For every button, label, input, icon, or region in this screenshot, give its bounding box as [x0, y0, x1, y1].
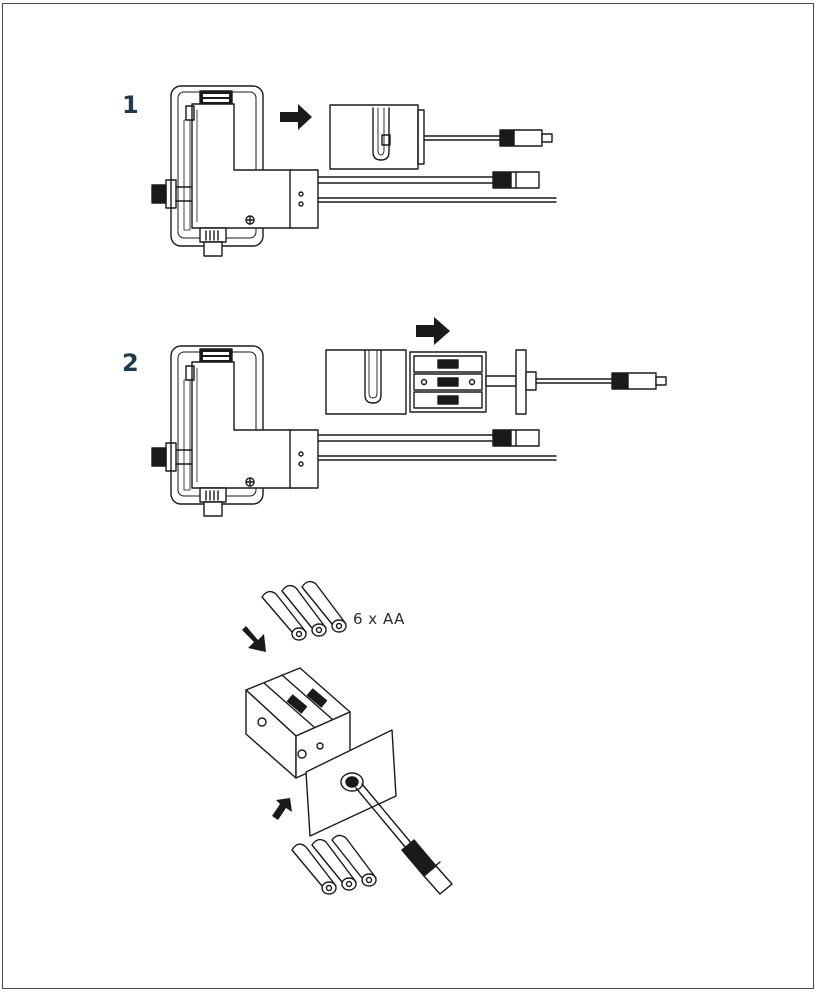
step-1-battery-module [329, 104, 553, 170]
battery-quantity-label: 6 x AA [353, 610, 405, 628]
step-2-arrow [416, 317, 450, 345]
up-arrow [272, 798, 292, 820]
page-frame [2, 3, 814, 989]
step-1-arrow [280, 104, 312, 130]
step-1-number: 1 [122, 91, 139, 119]
step-2-device [151, 345, 557, 517]
step-1-device [151, 85, 557, 257]
bottom-batteries [291, 834, 377, 895]
step-2-housing-cover [325, 349, 407, 415]
battery-holder-3d [245, 667, 351, 779]
step-2-number: 2 [122, 349, 139, 377]
step-2-battery-holder [409, 349, 667, 415]
down-arrow [242, 626, 266, 652]
end-plate-3d [305, 729, 453, 895]
top-batteries [261, 580, 347, 641]
